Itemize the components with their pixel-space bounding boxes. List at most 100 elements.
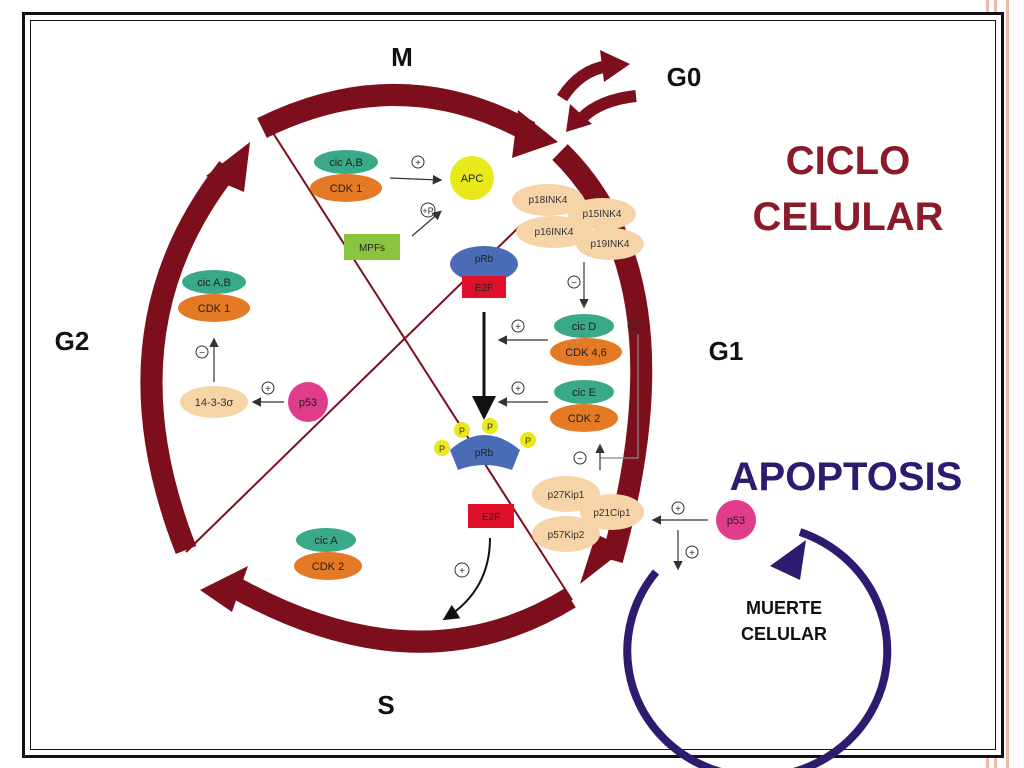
cyclin-ab-m-label: cic A,B [329, 157, 363, 169]
arrow-to-g0 [556, 60, 610, 102]
cdk46 [550, 338, 622, 366]
minus-ink4-text: − [571, 278, 577, 289]
phase-label-s: S [377, 690, 394, 720]
plus-sign-g2 [261, 381, 275, 395]
arrow-from-g0-head [566, 104, 592, 132]
cyclin-e [554, 380, 614, 404]
m-phase-complex: cic A,B CDK 1 + APC +P MPFs [310, 150, 494, 260]
phosphate-3-label: P [487, 422, 493, 432]
protein-1433-node [180, 386, 248, 418]
apoptosis-arrow-head [770, 540, 806, 580]
rb-top-label: pRb [475, 254, 494, 265]
cdk2-e-label: CDK 2 [568, 413, 600, 425]
cdk2-s-label: CDK 2 [312, 561, 344, 573]
cdk46-label: CDK 4,6 [565, 347, 607, 359]
p27-node [532, 476, 600, 512]
inhibitor-p16-label: p16INK4 [535, 227, 574, 238]
phase-label-m: M [391, 42, 413, 72]
e2f-top [462, 276, 506, 298]
plus-sign-cdk2 [511, 381, 525, 395]
apoptosis-arrow [623, 528, 892, 768]
phosphate-4 [520, 432, 536, 448]
plus-apc-text: + [415, 158, 421, 169]
arrow-from-g0 [577, 90, 637, 123]
p57-label: p57Kip2 [548, 530, 585, 541]
mpf-box [344, 234, 400, 260]
plus-sign-cdk46 [511, 319, 525, 333]
plus-p53-down-text: + [689, 548, 695, 559]
minus-sign-ink4 [567, 275, 581, 289]
plus-p-text: +P [422, 206, 433, 216]
p53-left-label: p53 [299, 397, 317, 409]
title-apoptosis: APOPTOSIS [730, 455, 963, 499]
plus-sign-p53-down [685, 545, 699, 559]
apc-label: APC [461, 173, 484, 185]
phase-label-g1: G1 [709, 336, 744, 366]
mpf-label: MPFs [359, 243, 385, 254]
minus-sign-g1 [627, 319, 641, 333]
p21-label: p21Cip1 [593, 508, 631, 519]
arrow-s-head [200, 566, 248, 612]
phosphate-2-label: P [459, 426, 465, 436]
slide-left-margin [0, 0, 20, 768]
minus-sign-g2 [195, 345, 209, 359]
minus-g1-text: − [631, 322, 637, 333]
cycle-arrows [140, 50, 653, 653]
plus-cdk2-text: + [515, 384, 521, 395]
phosphate-2 [454, 422, 470, 438]
p53-left-node [288, 382, 328, 422]
cyclin-d-label: cic D [572, 321, 597, 333]
cyclin-e-complex: cic E CDK 2 + − [497, 334, 639, 470]
arrow-cdk1-apc [389, 174, 443, 185]
rb-e2f-complex-top: pRb E2F [450, 246, 518, 420]
phosphate-1-label: P [439, 444, 445, 454]
arrow-mpf [411, 210, 442, 237]
arrow-to-g0-head [600, 50, 630, 82]
e2f-bottom-label: E2F [482, 512, 500, 523]
phosphate-1 [434, 440, 450, 456]
cdk1-g2-label: CDK 1 [198, 303, 230, 315]
cyclin-d-complex: cic D CDK 4,6 + − [497, 314, 641, 366]
rb-top [450, 246, 518, 282]
inhibitor-p15 [568, 198, 636, 230]
e2f-bottom [468, 504, 514, 528]
rb-phosphorylated: pRb P P P P E2F + [434, 418, 536, 621]
cyclin-ab-m [314, 150, 378, 174]
inhibitor-p19 [576, 228, 644, 260]
rb-phos-shape [450, 435, 520, 470]
cdk2-e [550, 404, 618, 432]
cyclin-a-label: cic A [314, 535, 338, 547]
cip-kip-inhibitors: p27Kip1 p21Cip1 p57Kip2 + + p53 [532, 476, 756, 571]
p53-right-node [716, 500, 756, 540]
muerte-label: MUERTE [746, 598, 822, 618]
arrow-m-phase [257, 84, 536, 142]
phase-label-g2: G2 [55, 326, 90, 356]
s-phase-complex: cic A CDK 2 [294, 528, 362, 580]
protein-1433-label: 14-3-3σ [195, 397, 234, 409]
inhibitor-p18-label: p18INK4 [529, 195, 568, 206]
arrow-m-head [512, 110, 558, 158]
plus-e2f-text: + [459, 566, 465, 577]
title-celular: CELULAR [752, 195, 943, 239]
apc-node [450, 156, 494, 200]
arrow-g1-head [580, 534, 626, 584]
p57-node [532, 516, 600, 552]
inhibitor-p19-label: p19INK4 [591, 239, 630, 250]
p53-right-label: p53 [727, 515, 745, 527]
arrow-s-phase [230, 578, 576, 653]
apoptosis-loop: MUERTE CELULAR [623, 528, 892, 768]
inhibitor-p15-label: p15INK4 [583, 209, 622, 220]
divider-line-1 [265, 121, 573, 601]
cdk1-m [310, 174, 382, 202]
minus-sign-cki [573, 451, 587, 465]
title-ciclo: CICLO [786, 139, 910, 183]
minus-g2-text: − [199, 348, 205, 359]
arrow-g2-head [206, 142, 250, 192]
rb-phos-label: pRb [475, 448, 494, 459]
cyclin-d [554, 314, 614, 338]
p27-label: p27Kip1 [548, 490, 585, 501]
plus-p-sign [420, 202, 436, 218]
inhibitor-p16 [516, 216, 592, 248]
phosphate-4-label: P [525, 436, 531, 446]
